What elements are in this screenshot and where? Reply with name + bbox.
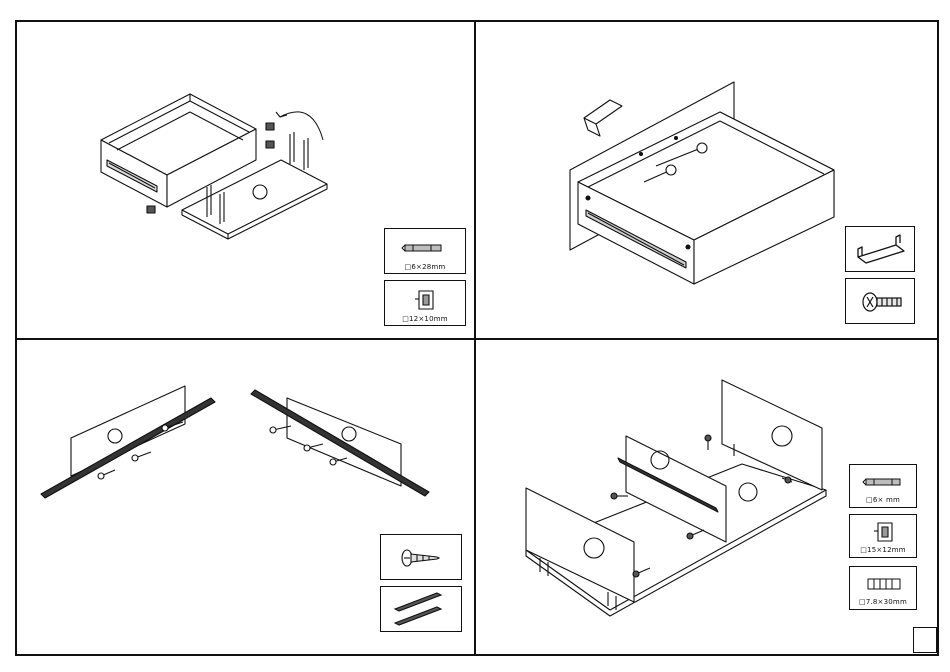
step-panel-bottom-right: □6× mm □15×12mm — [476, 340, 937, 654]
wood-screw-icon — [381, 535, 463, 581]
drawer-handle-icon — [846, 227, 916, 273]
step-panel-top-left: □6×28mm □12×10mm — [17, 22, 474, 338]
cam-lock-icon — [385, 281, 467, 315]
hardware-label: □7.8×30mm — [850, 598, 916, 606]
hardware-box — [845, 226, 915, 272]
cam-lock-icon — [850, 515, 918, 547]
screw-icon — [846, 279, 916, 325]
hardware-box — [380, 534, 462, 580]
dowel-pin-icon — [850, 465, 918, 497]
hardware-box — [380, 586, 462, 632]
hardware-label: □6×28mm — [385, 263, 465, 271]
page-number-box — [913, 627, 937, 653]
hardware-label: □6× mm — [850, 496, 916, 504]
drawer-slide-rail-icon — [381, 587, 463, 633]
step-panel-top-right — [476, 22, 937, 338]
dowel-pin-icon — [385, 229, 467, 263]
hardware-box: □15×12mm — [849, 514, 917, 558]
hardware-box: □6×28mm — [384, 228, 466, 274]
hardware-box: □7.8×30mm — [849, 566, 917, 610]
hardware-box: □6× mm — [849, 464, 917, 508]
hardware-box: □12×10mm — [384, 280, 466, 326]
hardware-label: □12×10mm — [385, 315, 465, 323]
step-panel-bottom-left — [17, 340, 474, 654]
hardware-box — [845, 278, 915, 324]
wooden-dowel-icon — [850, 567, 918, 599]
hardware-label: □15×12mm — [850, 546, 916, 554]
